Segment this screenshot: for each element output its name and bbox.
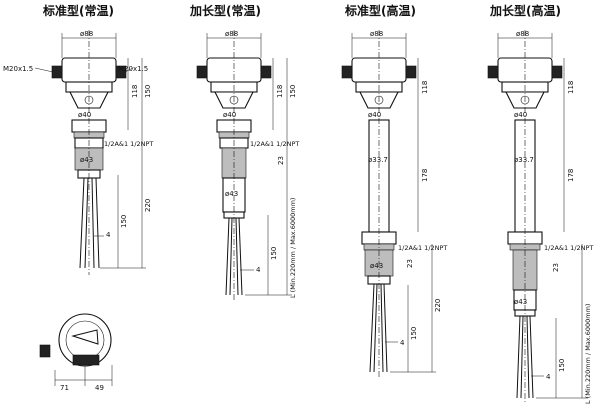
dim-rod-gap: 4	[106, 231, 111, 239]
label-thread: 1/2A&1 1/2NPT	[250, 140, 299, 148]
dim-h-head2: 118	[131, 85, 139, 98]
cable-gland-left	[196, 65, 208, 79]
dim-length: L (Min.220mm / Max.6000mm)	[584, 304, 592, 404]
variant-extended-normal: ø88 ø40 1/2A&1 1/2NPT ø43 4 118 150 23 1…	[196, 30, 299, 300]
dim-h-tube: 178	[421, 169, 429, 182]
label-thread: 1/2A&1 1/2NPT	[398, 244, 447, 252]
dim-top-left: 71	[60, 384, 69, 392]
dim-d-top: ø88	[80, 30, 93, 38]
fork-rod-left	[369, 283, 375, 373]
dim-h-rods: 150	[120, 215, 128, 228]
label-conduit-left: M20x1.5	[3, 65, 33, 73]
dim-rod-gap: 4	[546, 373, 551, 381]
dim-h-head2: 118	[276, 85, 284, 98]
dim-h-head2: 118	[567, 81, 575, 94]
label-conduit-right: M20x1.5	[118, 65, 148, 73]
cable-gland-right	[405, 65, 417, 79]
dim-d-neck: ø40	[514, 111, 527, 119]
title-extended-high: 加长型(高温)	[489, 3, 561, 18]
fork-rod-left	[225, 217, 230, 296]
cable-gland-right	[260, 65, 272, 79]
dim-h-total: 220	[434, 299, 442, 312]
dim-h-head2: 118	[421, 81, 429, 94]
dim-rod-gap: 4	[400, 339, 405, 347]
title-extended-normal: 加长型(常温)	[189, 3, 261, 18]
dim-d-neck: ø40	[223, 111, 236, 119]
dim-h-head: 150	[289, 85, 297, 98]
variant-standard-high: ø88 ø40 ø33.7 1/2A&1 1/2NPT ø43 4 118 17…	[341, 30, 447, 378]
fork-rod-right	[91, 177, 95, 269]
dim-h-tube: 178	[567, 169, 575, 182]
cable-gland-left	[487, 65, 499, 79]
cable-gland-left	[51, 65, 63, 79]
dim-h-total: 220	[144, 199, 152, 212]
dim-d-base: ø43	[80, 156, 93, 164]
fork-rod-left	[516, 315, 521, 399]
dim-h-rods: 150	[558, 359, 566, 372]
dim-length: L (Min.220mm / Max.6000mm)	[289, 198, 297, 298]
cable-gland-left	[341, 65, 353, 79]
dim-d-top: ø88	[516, 30, 529, 38]
dim-d-tube: ø33.7	[514, 156, 534, 164]
dim-d-base: ø43	[514, 298, 527, 306]
label-thread: 1/2A&1 1/2NPT	[104, 140, 153, 148]
dim-h-rods: 150	[410, 327, 418, 340]
dim-h-neck: 23	[552, 263, 560, 272]
fork-rod-right	[235, 217, 239, 296]
variant-extended-high: ø88 ø40 ø33.7 1/2A&1 1/2NPT ø43 4 118 17…	[487, 30, 593, 404]
dim-d-tube: ø33.7	[368, 156, 388, 164]
dim-rod-gap: 4	[256, 266, 261, 274]
label-thread: 1/2A&1 1/2NPT	[544, 244, 593, 252]
variant-standard-normal: ø88 M20x1.5 M20x1.5 ø40 1/2A&1 1/2NPT ø4…	[3, 30, 153, 275]
top-view-gland-front	[72, 354, 100, 366]
cable-gland-right	[115, 65, 127, 79]
dim-d-neck: ø40	[78, 111, 91, 119]
dim-d-top: ø88	[370, 30, 383, 38]
dim-d-top: ø88	[225, 30, 238, 38]
dim-h-head: 150	[144, 85, 152, 98]
dim-h-rods: 150	[270, 247, 278, 260]
dim-h-neck: 23	[406, 259, 414, 268]
title-standard-normal: 标准型(常温)	[42, 3, 114, 18]
top-view-gland-left	[39, 344, 51, 358]
dim-d-base: ø43	[225, 190, 238, 198]
dim-d-neck: ø40	[368, 111, 381, 119]
fork-rod-left	[79, 177, 85, 269]
top-view: 71 49	[39, 313, 113, 392]
cable-gland-right	[551, 65, 563, 79]
dim-h-neck: 23	[277, 156, 285, 165]
title-standard-high: 标准型(高温)	[344, 3, 416, 18]
fork-rod-right	[526, 315, 530, 399]
dim-d-base: ø43	[370, 262, 383, 270]
dim-top-right: 49	[95, 384, 104, 392]
fork-rod-right	[380, 283, 384, 373]
